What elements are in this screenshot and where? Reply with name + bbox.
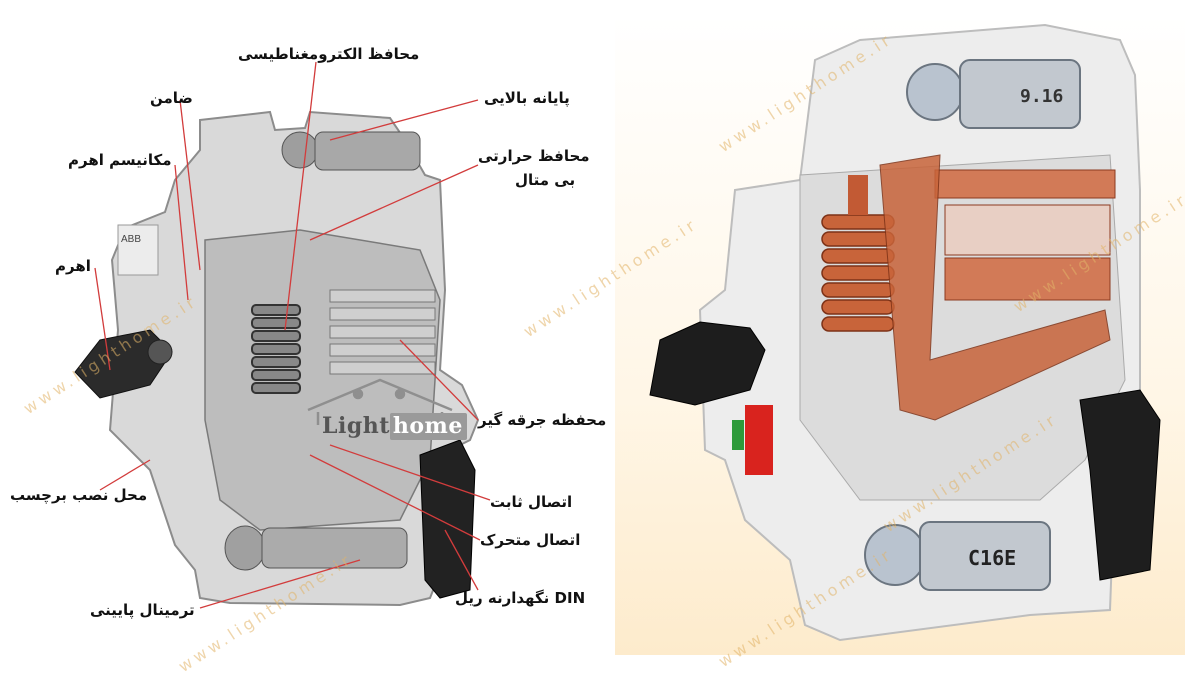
left-breaker-illustration: ABB bbox=[74, 110, 480, 607]
leader-bottom-terminal bbox=[199, 559, 361, 609]
label-lever-mechanism: مکانیسم اهرم bbox=[68, 151, 172, 169]
label-lever: اهرم bbox=[55, 257, 91, 275]
label-fixed-contact: اتصال ثابت bbox=[490, 493, 573, 511]
leader-din bbox=[444, 529, 479, 591]
leader-moving-contact bbox=[309, 454, 481, 541]
bottom-terminal-screw bbox=[224, 525, 266, 571]
label-moving-contact: اتصال متحرک bbox=[480, 531, 581, 549]
leader-lines bbox=[94, 61, 491, 609]
right-top-mark: 9.16 bbox=[1020, 86, 1063, 107]
leader-lever bbox=[94, 267, 111, 371]
right-top-clamp bbox=[959, 59, 1081, 129]
right-coil-core bbox=[848, 175, 868, 215]
right-bottom-clamp bbox=[919, 521, 1051, 591]
label-area bbox=[117, 224, 159, 276]
label-bimetal-line2: بی متال bbox=[515, 171, 576, 189]
right-breaker-illustration: 9.16 bbox=[649, 23, 1161, 642]
logo-part2: home bbox=[389, 413, 467, 440]
right-green-indicator bbox=[732, 420, 744, 450]
din-rail-holder bbox=[419, 439, 476, 599]
right-bottom-mark: C16E bbox=[968, 546, 1016, 570]
label-arc-chamber: محفظه جرقه گیر bbox=[478, 411, 607, 429]
right-red-indicator bbox=[745, 405, 773, 475]
leader-lever-mechanism bbox=[174, 164, 189, 301]
leader-fixed-contact bbox=[329, 444, 491, 501]
solenoid-coil bbox=[251, 304, 301, 394]
abb-mark: ABB bbox=[121, 234, 141, 245]
right-arc-chute bbox=[934, 169, 1116, 301]
left-breaker-inner bbox=[204, 229, 441, 531]
top-terminal-clamp bbox=[314, 131, 421, 171]
leader-label-place bbox=[99, 459, 151, 491]
label-din-holder: نگهدارنه ریل DIN bbox=[455, 589, 586, 607]
leader-arc-chamber bbox=[399, 339, 479, 421]
right-din-holder bbox=[1079, 389, 1161, 581]
right-lever-handle bbox=[649, 321, 766, 406]
label-electromagnetic: محافظ الکترومغناطیسی bbox=[238, 45, 420, 63]
logo-part1: Light bbox=[322, 413, 390, 439]
right-top-screw bbox=[906, 63, 964, 121]
label-top-terminal: پایانه بالایی bbox=[484, 89, 570, 107]
leader-electromagnetic bbox=[284, 61, 317, 331]
label-guarantor: ضامن bbox=[150, 89, 193, 107]
label-bottom-terminal: ترمینال پایینی bbox=[90, 601, 195, 619]
top-terminal-screw bbox=[281, 131, 319, 169]
label-label-place: محل نصب برچسب bbox=[10, 486, 148, 504]
arc-chute bbox=[329, 289, 436, 375]
lever-pivot bbox=[147, 339, 173, 365]
right-coil bbox=[821, 214, 895, 332]
leader-bimetal bbox=[309, 164, 479, 241]
right-copper-strip bbox=[879, 154, 1111, 421]
leader-top-terminal bbox=[329, 99, 479, 141]
leader-guarantor bbox=[179, 99, 201, 271]
label-bimetal-line1: محافظ حرارتی bbox=[478, 147, 590, 165]
